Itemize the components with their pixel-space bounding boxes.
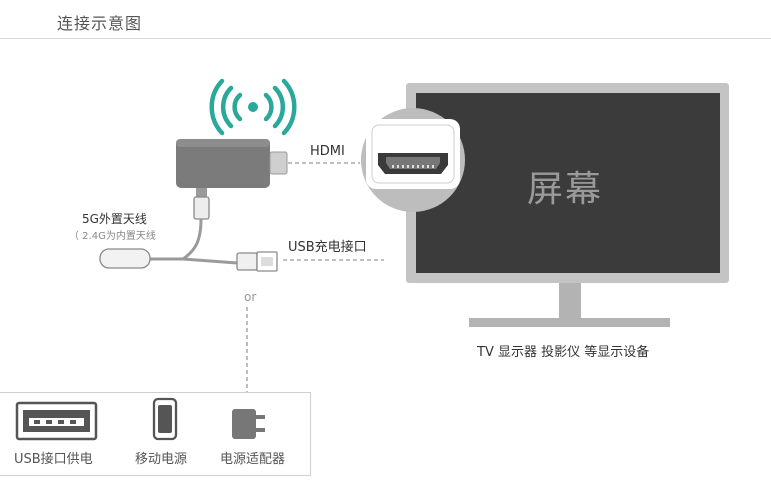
internal-antenna-note: （ 2.4G为内置天线 xyxy=(69,231,156,242)
power-option-adapter: 电源适配器 xyxy=(220,452,286,467)
wifi-icon xyxy=(209,78,297,136)
external-antenna-label: 5G外置天线 xyxy=(82,212,147,226)
usb-charging-port-label: USB充电接口 xyxy=(288,240,367,255)
usb-port-icon xyxy=(15,401,98,441)
hdmi-label: HDMI xyxy=(310,144,345,159)
usb-plug xyxy=(236,251,278,272)
power-option-power-bank: 移动电源 xyxy=(135,452,188,467)
power-options-box xyxy=(0,392,311,476)
page-title: 连接示意图 xyxy=(57,14,143,33)
header-bar: 连接示意图 xyxy=(0,0,771,39)
hdmi-dongle xyxy=(176,139,288,188)
screen-label: 屏幕 xyxy=(527,169,604,210)
hdmi-port-zoom xyxy=(361,108,465,212)
antenna-cable xyxy=(150,188,238,265)
display-devices-caption: TV 显示器 投影仪 等显示设备 xyxy=(477,345,650,360)
power-option-usb: USB接口供电 xyxy=(14,452,93,467)
or-label: or xyxy=(244,290,257,304)
power-bank-icon xyxy=(152,397,178,441)
external-antenna xyxy=(99,248,151,269)
power-adapter-icon xyxy=(232,409,265,439)
tv-stand-base xyxy=(469,318,670,327)
tv-neck xyxy=(559,283,581,319)
tv-screen xyxy=(416,93,720,273)
tv-display xyxy=(406,83,729,327)
